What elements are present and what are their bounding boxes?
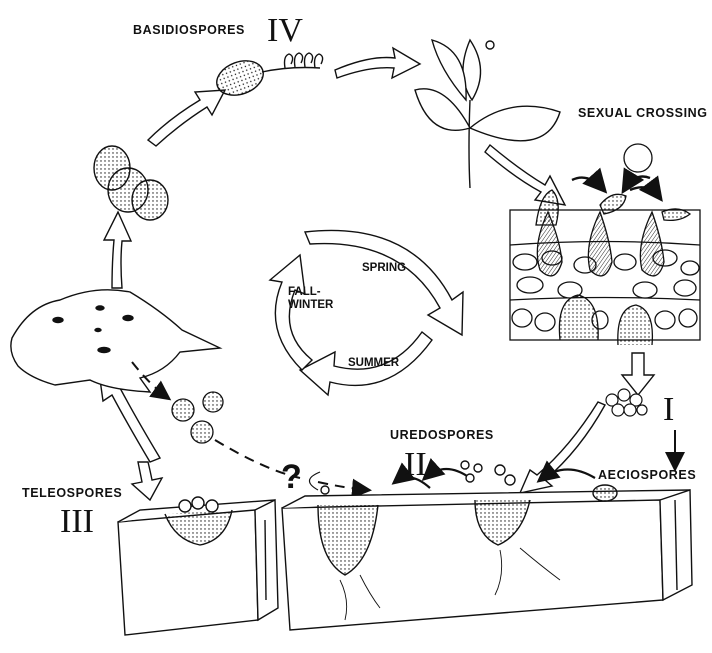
host-plant-illustration (415, 40, 560, 188)
arrow-spring (305, 230, 463, 335)
stage-four-numeral: IV (267, 14, 303, 48)
arrow-to-uredospores (520, 402, 605, 493)
dead-leaf-illustration (11, 290, 220, 392)
fertilization-circle (624, 144, 652, 172)
label-basidiospores: BASIDIOSPORES (133, 23, 245, 37)
stage-one-numeral: I (663, 393, 674, 427)
arrow-down-aecia (622, 353, 654, 395)
teliospore-cluster (94, 146, 168, 220)
tele-exit-arrow (132, 462, 162, 500)
season-fall-winter: FALL- WINTER (288, 286, 333, 312)
season-spring: SPRING (362, 262, 406, 275)
unknown-pathway-mark: ? (281, 458, 302, 497)
aeciospore-cluster (606, 389, 647, 416)
plant-leaf-right (470, 106, 560, 141)
basidium-illustration (212, 53, 323, 101)
label-teleospores: TELEOSPORES (22, 486, 122, 500)
label-aeciospores: AECIOSPORES (598, 468, 696, 482)
pycnia-tissue-illustration (510, 144, 700, 345)
plant-flower-bud (486, 41, 494, 49)
label-sexual-crossing: SEXUAL CROSSING (578, 106, 708, 120)
label-uredospores: UREDOSPORES (390, 428, 494, 442)
season-summer: SUMMER (348, 357, 399, 370)
stage-three-numeral: III (60, 505, 94, 539)
teliospore-tissue-block (118, 497, 278, 635)
arrow-up-to-teliospores (104, 212, 131, 288)
plant-stem (469, 100, 470, 188)
arrow-to-basidiospores (148, 90, 225, 146)
season-cycle (270, 230, 463, 395)
spiny-spores-dispersal (172, 392, 223, 443)
arrow-to-host-leaf (335, 48, 420, 78)
arrow-fall-winter (270, 255, 312, 370)
stage-two-numeral: II (404, 448, 427, 482)
